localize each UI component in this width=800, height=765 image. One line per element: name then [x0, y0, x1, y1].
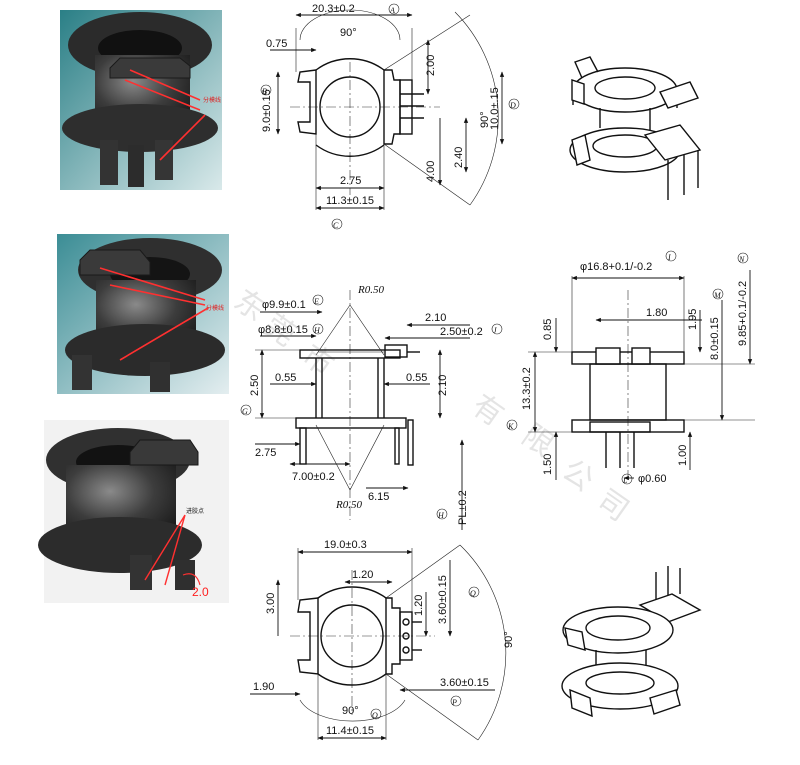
dim-angle-bottom-right: 90°: [503, 631, 515, 648]
dim-width: 20.3±0.2: [312, 3, 355, 15]
ref-g: G: [242, 407, 248, 416]
ref-c: C: [333, 221, 339, 230]
dim-pin-width: 2.50±0.2: [440, 326, 483, 338]
dim-angle-right: 90°: [479, 111, 491, 128]
dim-total-h: 9.85+0.1/-0.2: [737, 281, 749, 346]
dim-pin-pl: PL±0.2: [457, 490, 469, 525]
front-view: φ16.8+0.1/-0.2 I 1.80 0.85 1.95 8.0±0.15…: [506, 250, 755, 485]
dim-angle-bottom: 90°: [342, 705, 359, 717]
ref-q: Q: [470, 589, 476, 598]
mold-photo-3: 进胶点 2.0: [38, 420, 229, 603]
dim-inner: 2.75: [340, 175, 361, 187]
ref-p: P: [451, 698, 457, 707]
ref-n: N: [738, 255, 745, 264]
dim-pin-len: 6.15: [368, 491, 389, 503]
ref-e: E: [313, 297, 319, 306]
dim-flange-t: 0.85: [542, 319, 554, 340]
dim-left-low: 1.90: [253, 681, 274, 693]
dim-radius-bottom: R0.50: [335, 499, 362, 511]
ref-i: I: [667, 253, 671, 262]
bottom-view: 19.0±0.3 1.20 3.00 1.20 3.60±0.15 Q 90° …: [250, 539, 515, 741]
dim-slot: 3.60±0.15: [437, 575, 449, 624]
dim-left-h: 3.00: [265, 593, 277, 614]
dim-gap-right: 2.10: [437, 375, 449, 396]
dim-pin-gap: 2.00: [425, 55, 437, 76]
ref-h2: H: [437, 511, 445, 520]
mold-photo-2: 分模线: [57, 234, 229, 394]
watermark-char: 司: [590, 483, 635, 529]
dim-bottom: 11.3±0.15: [326, 195, 374, 207]
ref-j: J: [493, 326, 497, 335]
dim-body-h: 8.0±0.15: [709, 317, 721, 360]
watermark-char: 有: [465, 388, 510, 434]
ref-h: H: [313, 326, 321, 335]
dim-pin-bottom: 1.50: [542, 454, 554, 475]
dim-front-width: φ16.8+0.1/-0.2: [580, 261, 652, 273]
dim-angle: 90°: [340, 27, 357, 39]
ref-d: D: [509, 101, 516, 110]
ref-l: L: [622, 476, 628, 485]
dim-side-gap: 1.95: [687, 309, 699, 330]
dim-pin-pitch: 1.20: [413, 595, 425, 616]
dim-pitch: 2.40: [453, 147, 465, 168]
dim-pin-step: 1.80: [646, 307, 667, 319]
watermark-char: 公: [555, 453, 600, 499]
dim-radius-top: R0.50: [357, 284, 384, 296]
dim-dia-inner: φ8.8±0.15: [258, 324, 308, 336]
dim-flange-h: 2.50: [249, 375, 261, 396]
dim-base-left: 2.75: [255, 447, 276, 459]
dim-bottom-w: 11.4±0.15: [326, 725, 374, 737]
dim-base-width: 7.00±0.2: [292, 471, 335, 483]
ref-k: K: [507, 422, 514, 431]
mold-photo-1: 分模线: [60, 10, 222, 190]
parting-line-label: 分模线: [203, 96, 221, 104]
dim-pin-dia: φ0.60: [638, 473, 667, 485]
ref-a: A: [389, 6, 395, 15]
dim-pin-top: 2.10: [425, 312, 446, 324]
ref-b: B: [262, 87, 267, 96]
dim-pin-off: 4.00: [425, 161, 437, 182]
top-view: 20.3±0.2 A 90° 0.75 2.00 9.0±0.15 B 90° …: [260, 3, 520, 230]
parting-line-label-2: 分模线: [206, 304, 224, 312]
ref-m: M: [713, 291, 722, 300]
side-view: R0.50 R0.50 φ9.9±0.1 E φ8.8±0.15 H 2.10 …: [240, 284, 503, 530]
dim-bottom-width: 19.0±0.3: [324, 539, 367, 551]
watermark-char: 市: [295, 338, 340, 384]
dim-wall-right: 0.55: [406, 372, 427, 384]
dim-overall: 13.3±0.2: [521, 367, 533, 410]
iso-view-bottom: [561, 566, 702, 718]
dim-wall-left: 0.55: [275, 372, 296, 384]
gate-mark: 2.0: [192, 585, 209, 599]
dim-edge: 0.75: [266, 38, 287, 50]
iso-view-top: [569, 56, 702, 200]
dim-dia-outer: φ9.9±0.1: [262, 299, 306, 311]
dim-gap: 1.20: [352, 569, 373, 581]
dim-height-left: 9.0±0.15: [261, 89, 273, 132]
dim-pin-right: 1.00: [677, 445, 689, 466]
ref-o: O: [372, 711, 378, 720]
gate-point-label: 进胶点: [186, 507, 204, 515]
dim-slot2: 3.60±0.15: [440, 677, 489, 689]
dim-height-right: 10.0±.15: [489, 87, 501, 130]
